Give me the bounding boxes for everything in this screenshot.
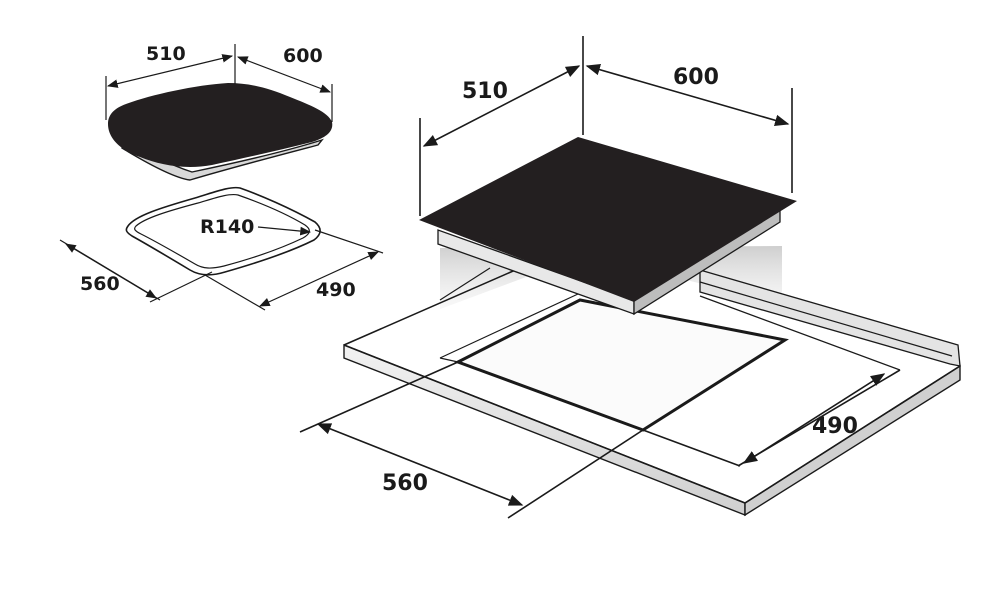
small-cutout: R140 [125,186,321,276]
large-hob-width-label: 510 [462,79,508,104]
small-hob-width-label: 510 [146,43,186,65]
large-cutout-depth-label: 490 [812,414,858,439]
small-hob-depth-label: 600 [283,45,323,67]
large-hob-glass [419,137,797,302]
small-cutout-width-arrow [65,243,157,299]
large-hob-width-arrow [422,65,581,147]
radius-pointer [257,226,312,236]
large-hob-depth-label: 600 [673,65,719,90]
large-hob-dimensions: 510 600 [419,36,793,216]
small-cutout-inner [134,193,310,269]
small-hob-depth-arrow [236,56,332,93]
large-hob-depth-arrow [585,64,790,126]
counter-upstand [699,269,961,367]
large-cutout-depth-arrow [742,373,886,464]
small-cutout-depth-label: 490 [316,279,356,301]
small-hob-dimensions: 510 600 [105,43,333,122]
large-hob [419,137,797,316]
counter-cutout [454,298,789,432]
radius-label: R140 [200,216,254,238]
small-hob [108,83,333,181]
small-cutout-depth-arrow [259,251,379,307]
small-cutout-dimensions: 560 490 [59,229,384,311]
large-cutout-width-label: 560 [382,471,428,496]
small-hob-glass [108,83,333,168]
large-cutout-dimensions: 560 490 [299,361,901,519]
large-cutout-width-arrow [316,423,524,506]
small-hob-width-arrow [106,54,234,88]
small-cutout-width-label: 560 [80,273,120,295]
